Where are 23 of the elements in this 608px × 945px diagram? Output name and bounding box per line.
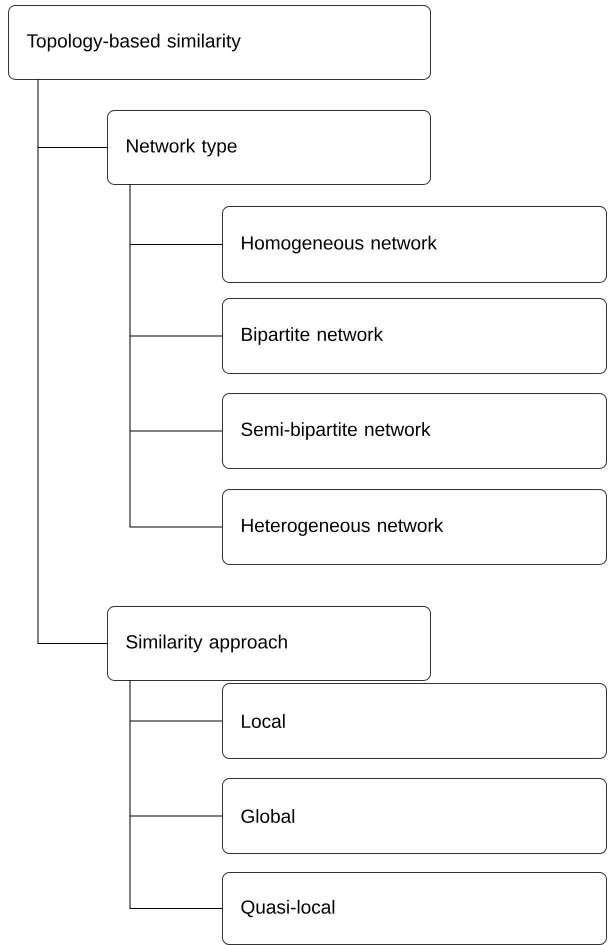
node-label: Semi-bipartite network — [241, 422, 431, 440]
category-box — [222, 683, 607, 759]
node-label: Quasi-local — [241, 900, 334, 918]
category-box — [8, 5, 431, 80]
category-box — [107, 110, 431, 185]
node-label: Bipartite network — [242, 327, 384, 345]
category-box — [222, 298, 607, 374]
category-box — [222, 393, 607, 469]
node-label: Homogeneous network — [242, 236, 437, 254]
connector-line — [130, 680, 222, 909]
category-box — [222, 872, 607, 945]
connector-line — [38, 78, 108, 644]
node-label: Global — [241, 809, 294, 823]
node-label: Network type — [127, 138, 237, 156]
node-label: Heterogeneous network — [242, 518, 444, 536]
node-label: Topology-based similarity — [26, 34, 241, 52]
category-box — [107, 606, 431, 681]
node-label: Similarity approach — [126, 634, 287, 652]
category-box — [222, 206, 607, 283]
category-box — [222, 489, 607, 565]
node-label: Local — [242, 714, 285, 728]
connector-line — [130, 184, 222, 528]
category-box — [222, 778, 607, 854]
